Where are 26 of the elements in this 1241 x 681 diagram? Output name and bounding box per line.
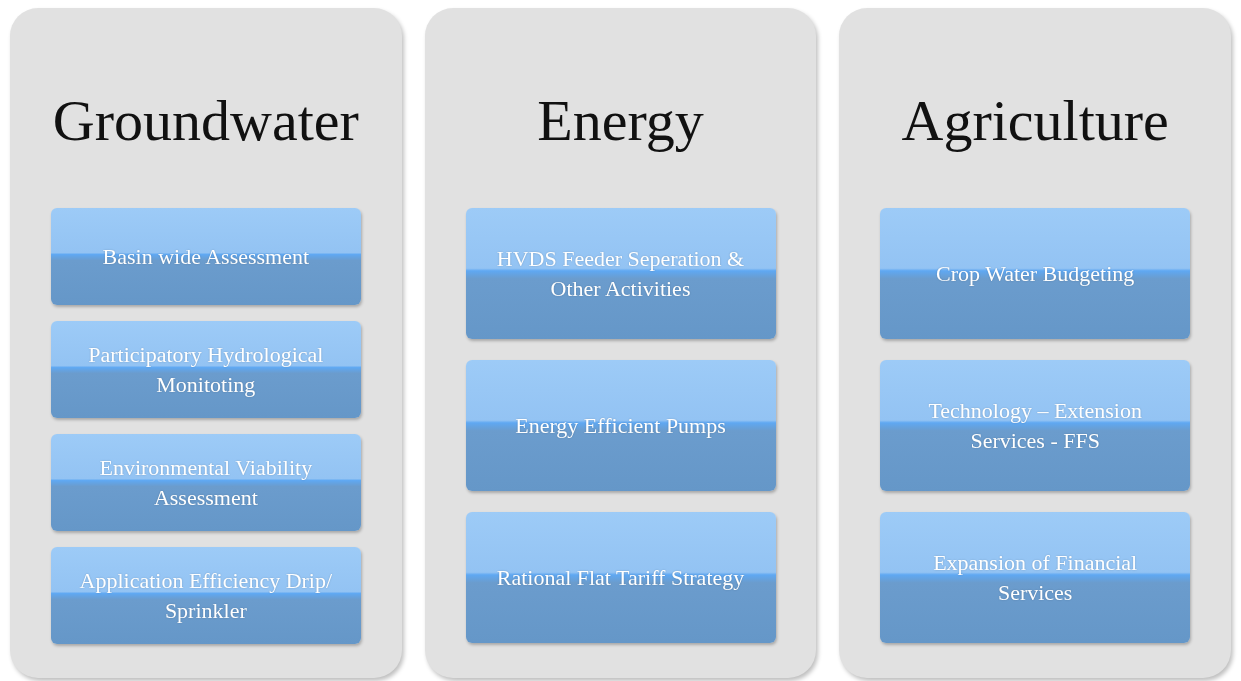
activity-text: Expansion of Financial Services (932, 548, 1139, 607)
activity-box (50, 321, 361, 418)
activity-box (465, 512, 776, 643)
activity-text: Basin wide Assessment (102, 242, 310, 271)
panel-heading: Agriculture (901, 87, 1169, 155)
activity-box (50, 208, 361, 305)
panel-heading: Energy (537, 87, 704, 155)
activity-text: Crop Water Budgeting (936, 259, 1135, 288)
activity-box (880, 360, 1191, 491)
panel-heading: Groundwater (52, 87, 359, 155)
activity-box (465, 208, 776, 339)
activity-text: HVDS Feeder Seperation & Other Activities (495, 244, 746, 303)
category-panel (839, 8, 1231, 678)
category-panel (10, 8, 402, 678)
activity-box (880, 208, 1191, 339)
activity-box (50, 434, 361, 531)
activity-box (465, 360, 776, 491)
activity-box (880, 512, 1191, 643)
activity-text: Technology – Extension Services - FFS (927, 396, 1143, 455)
activity-text: Participatory Hydrological Monitoting (87, 340, 325, 399)
activity-text: Application Efficiency Drip/ Sprinkler (78, 566, 334, 625)
category-panel (424, 8, 817, 678)
activity-text: Energy Efficient Pumps (515, 411, 726, 440)
activity-text: Rational Flat Tariff Strategy (496, 563, 745, 592)
activity-box (50, 547, 361, 644)
activity-text: Environmental Viability Assessment (98, 453, 314, 512)
